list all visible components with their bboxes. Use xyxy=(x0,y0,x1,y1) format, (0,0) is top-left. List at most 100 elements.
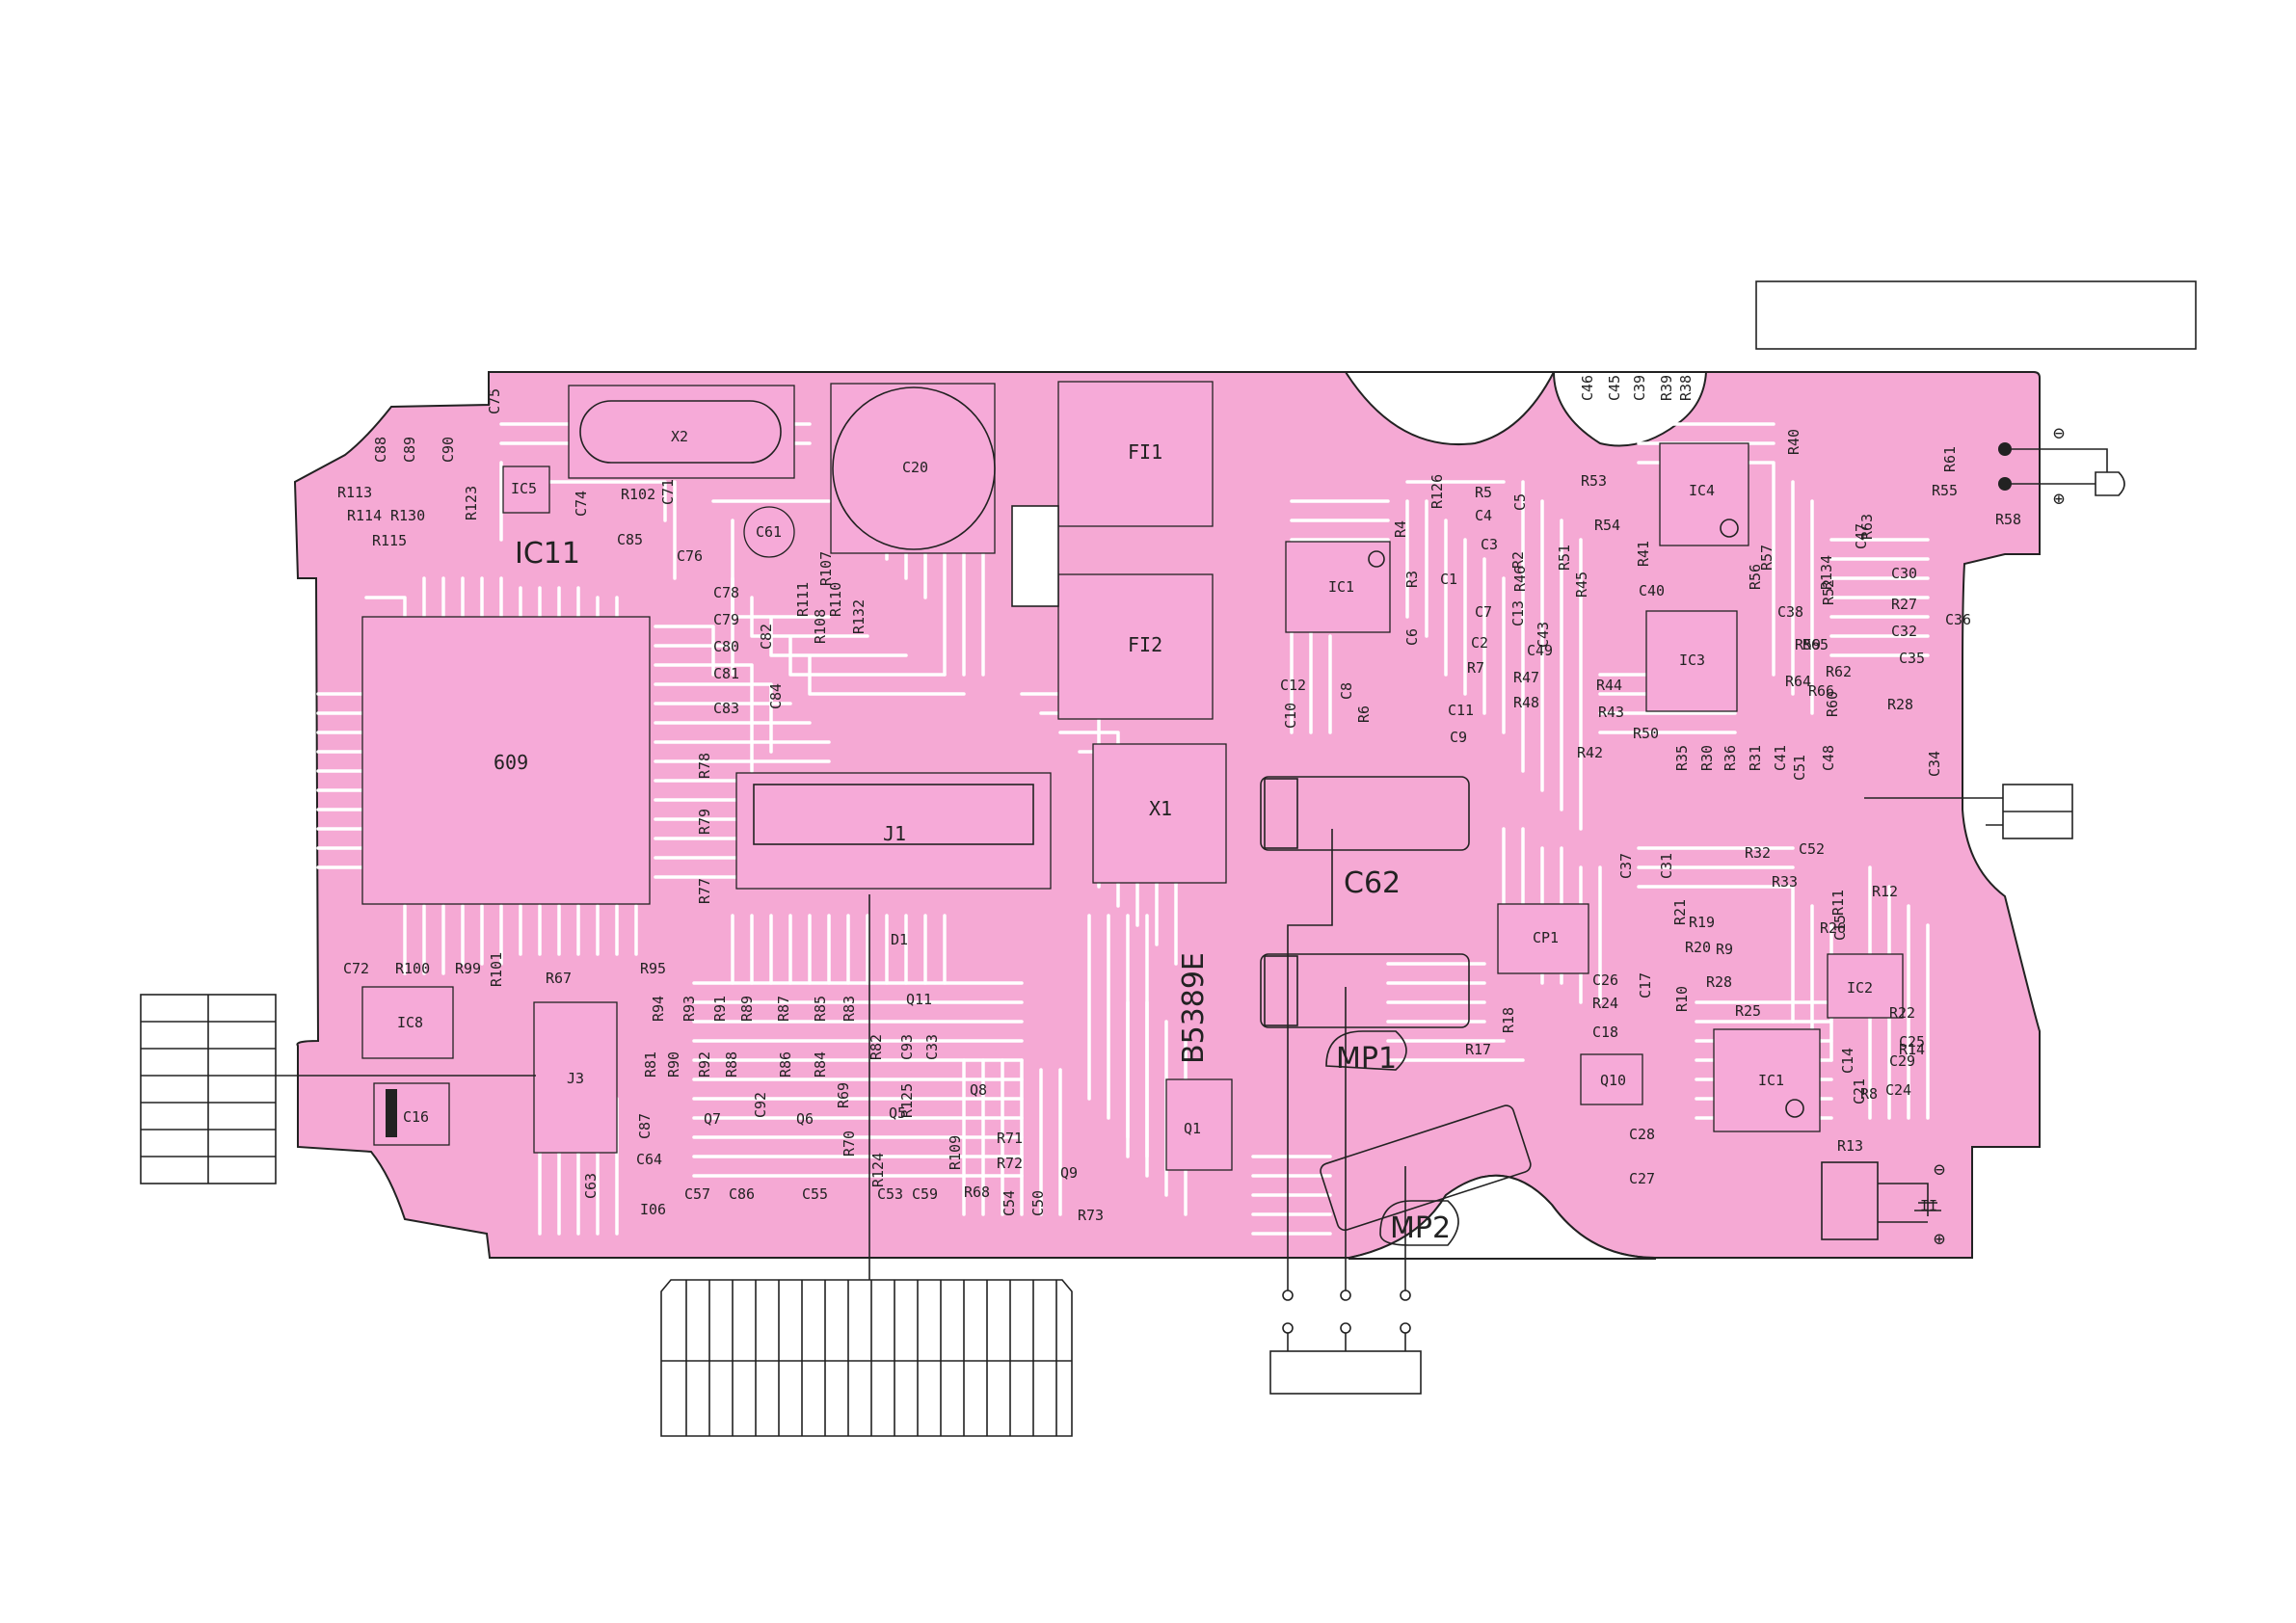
ref-r100: R100 xyxy=(395,960,430,977)
ref-r21: R21 xyxy=(1671,899,1689,925)
ref-r57: R57 xyxy=(1758,545,1775,571)
ref-c7: C7 xyxy=(1475,603,1492,621)
ref-c36: C36 xyxy=(1945,611,1971,628)
ref-r30: R30 xyxy=(1698,745,1716,771)
ref-c35: C35 xyxy=(1899,650,1925,667)
ic2-label: IC1 xyxy=(1758,1072,1784,1089)
ref-r38: R38 xyxy=(1677,375,1695,401)
ref-c3: C3 xyxy=(1481,536,1498,553)
ref-r125: R125 xyxy=(898,1083,916,1118)
ref-r52: R52 xyxy=(1820,579,1837,605)
ref-r70: R70 xyxy=(841,1131,858,1157)
ref-r67: R67 xyxy=(546,970,572,987)
ref-r7: R7 xyxy=(1467,659,1484,677)
ic2-body xyxy=(1713,1028,1821,1132)
ic8-label: IC5 xyxy=(511,480,537,497)
ref-r5: R5 xyxy=(1475,484,1492,501)
c62-label: C61 xyxy=(756,523,782,541)
ref-c52: C52 xyxy=(1799,840,1825,858)
ref-r55: R55 xyxy=(1932,482,1958,499)
ref-r109: R109 xyxy=(947,1135,964,1170)
ref-c45: C45 xyxy=(1606,375,1623,401)
ref-r50: R50 xyxy=(1633,725,1659,742)
fi1-body xyxy=(1057,381,1214,527)
q10-label: Q1 xyxy=(1184,1120,1201,1137)
ref-r44: R44 xyxy=(1596,677,1622,694)
ref-d1: D1 xyxy=(891,931,908,948)
right-connectors: ⊖ ⊕ ⊖ ⊕ II xyxy=(1821,421,2125,1250)
ref-r17: R17 xyxy=(1465,1041,1491,1058)
ref-r69: R69 xyxy=(835,1082,852,1108)
ref-r59: R59 xyxy=(1795,636,1821,653)
ref-c8: C8 xyxy=(1338,682,1355,700)
ic-609-label: 609 xyxy=(494,751,528,774)
ref-c75: C75 xyxy=(486,388,503,414)
ref-c32: C32 xyxy=(1891,623,1917,640)
ref-r28: R28 xyxy=(1887,696,1913,713)
ref-c1: C1 xyxy=(1440,571,1457,588)
q1-body xyxy=(1497,903,1589,974)
ref-r86: R86 xyxy=(777,1051,794,1078)
ref-r79: R79 xyxy=(696,809,713,835)
ref-r73: R73 xyxy=(1078,1207,1104,1224)
ref-r99: R99 xyxy=(455,960,481,977)
ref-r19: R19 xyxy=(1689,914,1715,931)
ref-c71: C71 xyxy=(659,479,677,505)
ref-c17: C17 xyxy=(1637,972,1654,998)
ref-r87: R87 xyxy=(775,996,792,1022)
ref-r88: R88 xyxy=(723,1051,740,1078)
ic4-label: IC3 xyxy=(1679,652,1705,669)
ref-r25: R25 xyxy=(1735,1002,1761,1020)
ref-c80: C80 xyxy=(713,638,739,655)
ref-r107: R107 xyxy=(817,551,835,586)
ref-c37: C37 xyxy=(1617,853,1635,879)
mp1-label: C62 xyxy=(1344,866,1401,900)
ref-r111: R111 xyxy=(794,582,812,617)
c16-label: Q10 xyxy=(1600,1072,1626,1089)
ic3-body xyxy=(1827,953,1904,1019)
ref-c76: C76 xyxy=(677,547,703,565)
ref-c24: C24 xyxy=(1885,1081,1911,1099)
j1-label: J1 xyxy=(883,822,906,845)
ref-c39: C39 xyxy=(1631,375,1648,401)
ref-c21: C21 xyxy=(1851,1078,1868,1104)
polarity-plus-top: ⊕ xyxy=(2053,487,2065,510)
ref-r54: R54 xyxy=(1594,517,1620,534)
ref-r124: R124 xyxy=(869,1153,887,1187)
ref-r47: R47 xyxy=(1513,669,1539,686)
ref-r60: R60 xyxy=(1824,691,1841,717)
ref-r2: R2 xyxy=(1509,551,1527,569)
ref-r51: R51 xyxy=(1556,545,1573,571)
ref-c28: C28 xyxy=(1629,1126,1655,1143)
x2-label: X2 xyxy=(671,428,688,445)
ref-r91: R91 xyxy=(711,996,729,1022)
ic11-label: IC8 xyxy=(397,1014,423,1031)
ref-r33: R33 xyxy=(1772,873,1798,891)
ref-c29: C29 xyxy=(1889,1052,1915,1070)
ref-c10: C10 xyxy=(1282,703,1299,729)
ref-r45: R45 xyxy=(1573,572,1590,598)
polarity-minus-top: ⊖ xyxy=(2053,421,2065,444)
ref-r58: R58 xyxy=(1995,511,2021,528)
ref-r95: R95 xyxy=(640,960,666,977)
ref-c81: C81 xyxy=(713,665,739,682)
ref-r72: R72 xyxy=(997,1155,1023,1172)
ref-r31: R31 xyxy=(1747,745,1764,771)
board-label: B5389E xyxy=(1177,952,1211,1064)
mp2-pad xyxy=(1260,953,1470,1028)
ref-r28: R28 xyxy=(1706,973,1732,991)
q1-label: CP1 xyxy=(1533,929,1559,946)
ref-c43: C43 xyxy=(1535,622,1552,648)
ref-r36: R36 xyxy=(1722,745,1739,771)
ref-r65: R65 xyxy=(1802,636,1829,653)
ref-r13: R13 xyxy=(1837,1137,1863,1155)
ref-r11: R11 xyxy=(1829,890,1847,916)
mp3-label: MP2 xyxy=(1390,1211,1451,1245)
ref-r9: R9 xyxy=(1716,941,1733,958)
ic5-body xyxy=(1659,442,1749,546)
ref-r56: R56 xyxy=(1747,564,1764,590)
ref-c49: C49 xyxy=(1527,642,1553,659)
ref-r132: R132 xyxy=(850,599,868,634)
ref-r114: R114 xyxy=(347,507,382,524)
ref-i06: I06 xyxy=(640,1201,666,1218)
